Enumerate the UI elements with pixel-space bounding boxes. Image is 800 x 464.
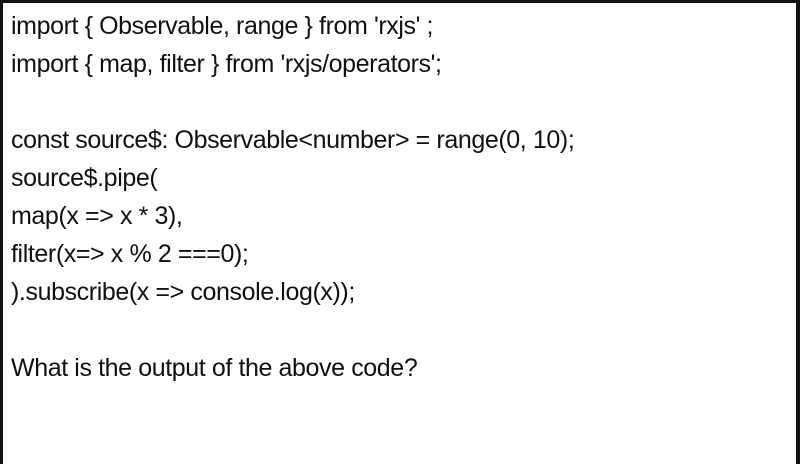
code-line-subscribe: ).subscribe(x => console.log(x)); — [11, 278, 355, 306]
code-line-import-observable: import { Observable, range } from 'rxjs'… — [11, 12, 434, 40]
blank-line — [11, 311, 792, 349]
code-line-pipe: source$.pipe( — [11, 164, 158, 192]
code-block: import { Observable, range } from 'rxjs'… — [11, 7, 792, 387]
question-text: What is the output of the above code? — [11, 354, 418, 382]
code-line-map: map(x => x * 3), — [11, 202, 183, 230]
code-line-import-operators: import { map, filter } from 'rxjs/operat… — [11, 50, 442, 78]
code-line-filter: filter(x=> x % 2 ===0); — [11, 240, 249, 268]
code-line-const-source: const source$: Observable<number> = rang… — [11, 126, 575, 154]
blank-line — [11, 83, 792, 121]
